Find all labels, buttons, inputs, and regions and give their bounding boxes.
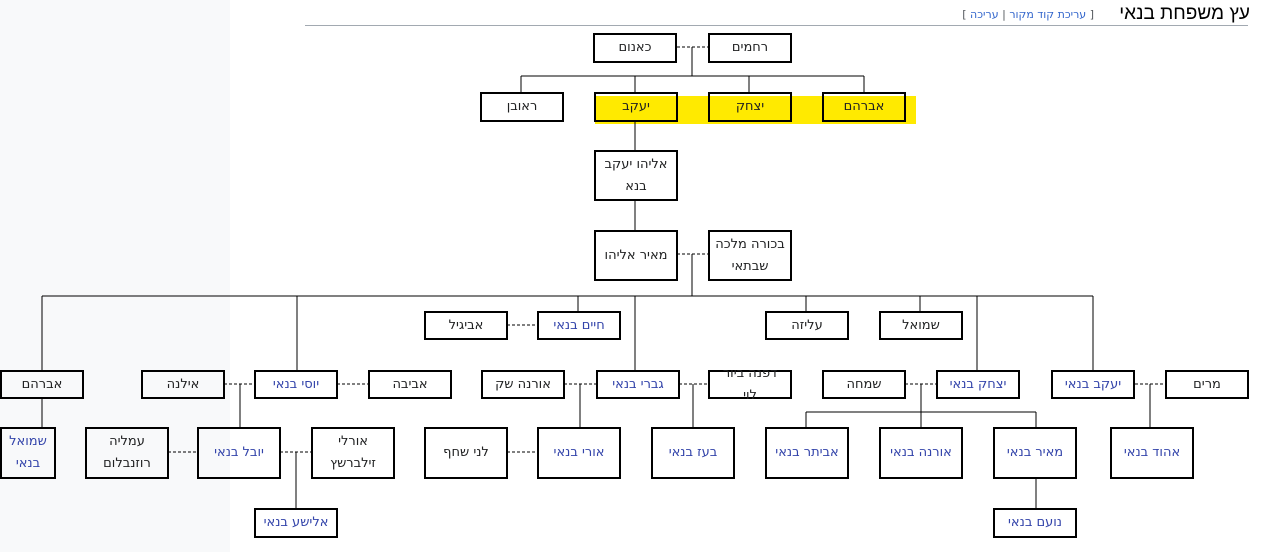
descent-lines [41, 47, 1151, 508]
person-orly: אורלי זילברשץ [311, 427, 395, 479]
edit-links: [ עריכת קוד מקור | עריכה ] [962, 8, 1094, 21]
person-avraham-2: אברהם [0, 370, 84, 399]
person-amalia: עמליה רוזנבלום [85, 427, 169, 479]
bracket-close: ] [962, 8, 967, 21]
person-aviva: אביבה [368, 370, 452, 399]
person-gavri-link[interactable]: גברי בנאי [596, 370, 680, 399]
person-avigail: אביגיל [424, 311, 508, 340]
separator: | [1002, 8, 1006, 21]
person-meir-banai-link[interactable]: מאיר בנאי [993, 427, 1077, 479]
person-bechora: בכורה מלכה שבתאי [708, 230, 792, 281]
page-title: עץ משפחת בנאי [1119, 3, 1250, 24]
highlight-band [595, 96, 916, 124]
person-yuval-link[interactable]: יובל בנאי [197, 427, 281, 479]
person-noam-link[interactable]: נועם בנאי [993, 508, 1077, 538]
person-simcha: שמחה [822, 370, 906, 399]
bracket-open: [ [1089, 8, 1094, 21]
person-evyatar-link[interactable]: אביתר בנאי [765, 427, 849, 479]
person-chaim-link[interactable]: חיים בנאי [537, 311, 621, 340]
person-yitzhak: יצחק [708, 92, 792, 122]
person-rachamim: רחמים [708, 33, 792, 63]
person-ehud-link[interactable]: אהוד בנאי [1110, 427, 1194, 479]
edit-source-link[interactable]: עריכת קוד מקור [1009, 8, 1087, 21]
person-boaz-link[interactable]: בעז בנאי [651, 427, 735, 479]
person-eliyahu: אליהו יעקב בנא [594, 150, 678, 201]
person-reuven: ראובן [480, 92, 564, 122]
header-divider [305, 25, 1248, 26]
sidebar [0, 0, 230, 552]
person-miriam: מרים [1165, 370, 1249, 399]
person-yitzhak-banai-link[interactable]: יצחק בנאי [936, 370, 1020, 399]
person-shmuel-banai-link[interactable]: שמואל בנאי [0, 427, 56, 479]
person-orna-shak: אורנה שק [481, 370, 565, 399]
person-yossi-link[interactable]: יוסי בנאי [254, 370, 338, 399]
edit-link[interactable]: עריכה [970, 8, 999, 21]
person-orna-banai-link[interactable]: אורנה בנאי [879, 427, 963, 479]
person-aliza: עליזה [765, 311, 849, 340]
person-kanum: כאנום [593, 33, 677, 63]
person-dafna: דפנה ביור לוי [708, 366, 792, 403]
person-ilana: אילנה [141, 370, 225, 399]
person-yaakov: יעקב [594, 92, 678, 122]
person-yaakov-banai-link[interactable]: יעקב בנאי [1051, 370, 1135, 399]
person-leni: לני שחף [424, 427, 508, 479]
person-elisha-link[interactable]: אלישע בנאי [254, 508, 338, 538]
person-avraham: אברהם [822, 92, 906, 122]
person-uri-link[interactable]: אורי בנאי [537, 427, 621, 479]
person-shmuel: שמואל [879, 311, 963, 340]
person-meir-eliyahu: מאיר אליהו [594, 230, 678, 281]
